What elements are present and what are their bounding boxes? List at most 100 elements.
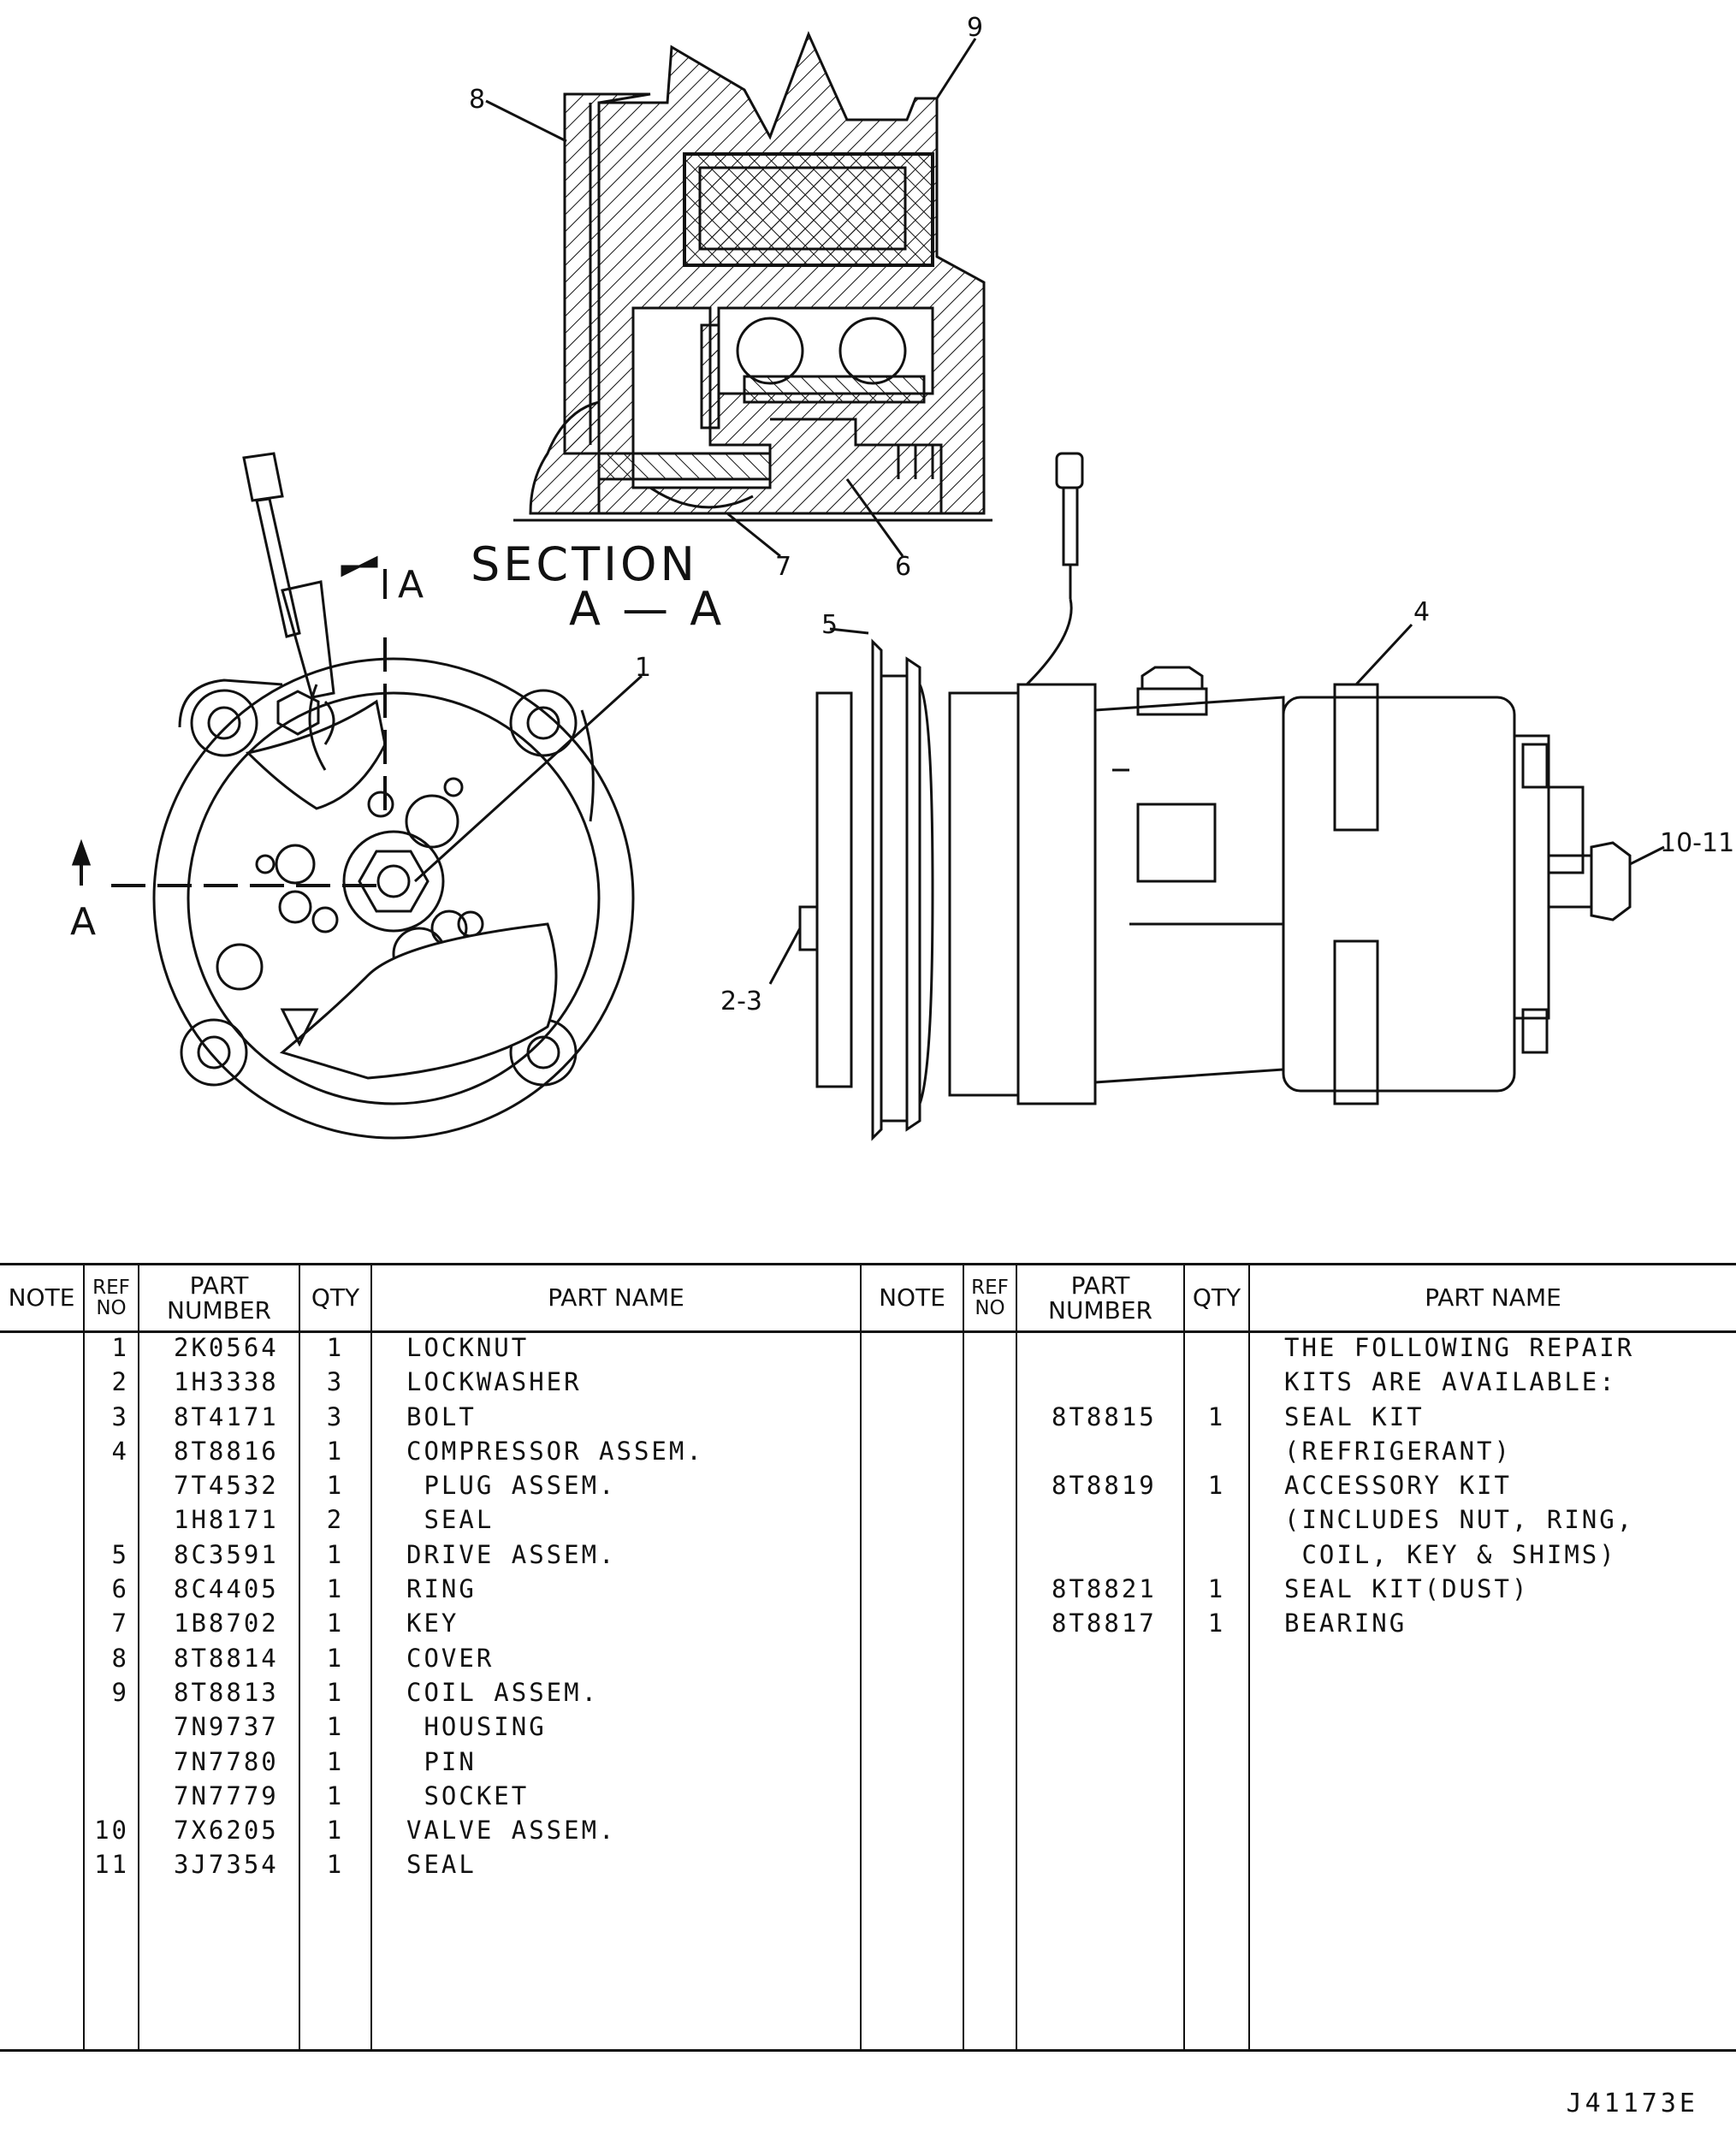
- section-marker-top: A: [398, 563, 424, 607]
- section-subtitle: A — A: [569, 582, 725, 636]
- part-number-2-cell: [1016, 1677, 1184, 1713]
- part-number-cell: 7N9737: [138, 1712, 299, 1747]
- qty-cell: 3: [299, 1401, 371, 1437]
- part-number-2-cell: [1016, 1781, 1184, 1816]
- part-name-2-cell: [1248, 1677, 1736, 1713]
- ref-no-cell: [83, 1746, 139, 1781]
- ref-no-cell: 5: [83, 1539, 139, 1575]
- part-number-2-cell: [1016, 1816, 1184, 1851]
- empty-cell: [963, 1367, 1016, 1402]
- qty-cell: 1: [299, 1436, 371, 1472]
- part-name-cell: PIN: [370, 1746, 861, 1781]
- empty-cell: [0, 1402, 84, 1437]
- part-number-cell: 8T8813: [138, 1677, 299, 1713]
- empty-cell: [860, 1401, 963, 1437]
- empty-cell: [0, 1747, 84, 1781]
- part-name-2-cell: [1248, 1850, 1736, 1885]
- qty-cell: 1: [299, 1643, 371, 1678]
- part-number-cell: 1H8171: [138, 1505, 299, 1540]
- empty-cell: [0, 1781, 84, 1816]
- part-name-cell: BOLT: [370, 1401, 861, 1437]
- empty-cell: [860, 1609, 963, 1644]
- empty-cell: [963, 1436, 1016, 1472]
- part-name-cell: HOUSING: [370, 1712, 861, 1747]
- qty-cell: 1: [299, 1539, 371, 1575]
- part-number-2-cell: [1016, 1850, 1184, 1885]
- part-name-cell: COIL ASSEM.: [370, 1677, 861, 1713]
- part-number-2-cell: [1016, 1746, 1184, 1781]
- section-marker-left: A: [70, 900, 96, 944]
- part-name-cell: COMPRESSOR ASSEM.: [370, 1436, 861, 1472]
- section-title: SECTION: [471, 537, 698, 591]
- qty-2-cell: [1183, 1712, 1249, 1747]
- part-number-cell: 7N7779: [138, 1781, 299, 1816]
- ref-no-cell: [83, 1505, 139, 1540]
- ref-no-cell: 10: [83, 1816, 139, 1851]
- part-name-cell: LOCKNUT: [370, 1331, 861, 1368]
- callout-5: 5: [821, 610, 838, 640]
- empty-cell: [860, 1712, 963, 1747]
- part-number-cell: 8T8814: [138, 1643, 299, 1678]
- qty-2-cell: [1183, 1436, 1249, 1472]
- ref-no-cell: 11: [83, 1850, 139, 1885]
- part-number-cell: 7X6205: [138, 1816, 299, 1851]
- empty-cell: [0, 1367, 84, 1401]
- part-number-2-cell: [1016, 1643, 1184, 1678]
- empty-cell: [963, 1574, 1016, 1609]
- ref-no-cell: [83, 1712, 139, 1747]
- part-number-2-cell: [1016, 1436, 1184, 1472]
- part-name-2-cell: BEARING: [1248, 1609, 1736, 1644]
- empty-cell: [1248, 1884, 1736, 2052]
- part-name-cell: SEAL: [370, 1505, 861, 1540]
- part-name-2-cell: KITS ARE AVAILABLE:: [1248, 1367, 1736, 1402]
- callout-4: 4: [1413, 597, 1430, 627]
- empty-cell: [963, 1609, 1016, 1644]
- empty-cell: [0, 1712, 84, 1746]
- empty-cell: [0, 1505, 84, 1539]
- part-number-2-cell: 8T8815: [1016, 1401, 1184, 1437]
- callout-7: 7: [775, 552, 791, 582]
- qty-2-cell: 1: [1183, 1574, 1249, 1609]
- empty-cell: [860, 1471, 963, 1506]
- part-name-cell: COVER: [370, 1643, 861, 1678]
- part-name-2-cell: (INCLUDES NUT, RING,: [1248, 1505, 1736, 1540]
- header-part-name: PART NAME: [370, 1263, 861, 1333]
- ref-no-cell: 3: [83, 1401, 139, 1437]
- qty-cell: 1: [299, 1471, 371, 1506]
- ref-no-cell: 6: [83, 1574, 139, 1609]
- side-view: 5 4 2-3 10-11: [720, 452, 1734, 1141]
- part-number-cell: 8C4405: [138, 1574, 299, 1609]
- part-number-2-cell: [1016, 1539, 1184, 1575]
- ref-no-cell: [83, 1781, 139, 1816]
- qty-cell: 1: [299, 1331, 371, 1368]
- qty-2-cell: 1: [1183, 1609, 1249, 1644]
- front-view: 1: [71, 452, 651, 1140]
- part-name-2-cell: (REFRIGERANT): [1248, 1436, 1736, 1472]
- empty-cell: [1183, 1884, 1249, 2052]
- part-name-cell: SOCKET: [370, 1781, 861, 1816]
- empty-cell: [0, 1574, 84, 1609]
- qty-2-cell: [1183, 1331, 1249, 1368]
- callout-9: 9: [967, 13, 983, 43]
- empty-cell: [860, 1367, 963, 1402]
- callout-6: 6: [895, 552, 911, 582]
- qty-2-cell: [1183, 1539, 1249, 1575]
- qty-2-cell: [1183, 1850, 1249, 1885]
- ref-no-cell: 1: [83, 1331, 139, 1368]
- ref-no-cell: 4: [83, 1436, 139, 1472]
- empty-cell: [0, 1609, 84, 1643]
- header-qty: QTY: [299, 1263, 371, 1333]
- part-name-2-cell: [1248, 1816, 1736, 1851]
- part-number-cell: 1H3338: [138, 1367, 299, 1402]
